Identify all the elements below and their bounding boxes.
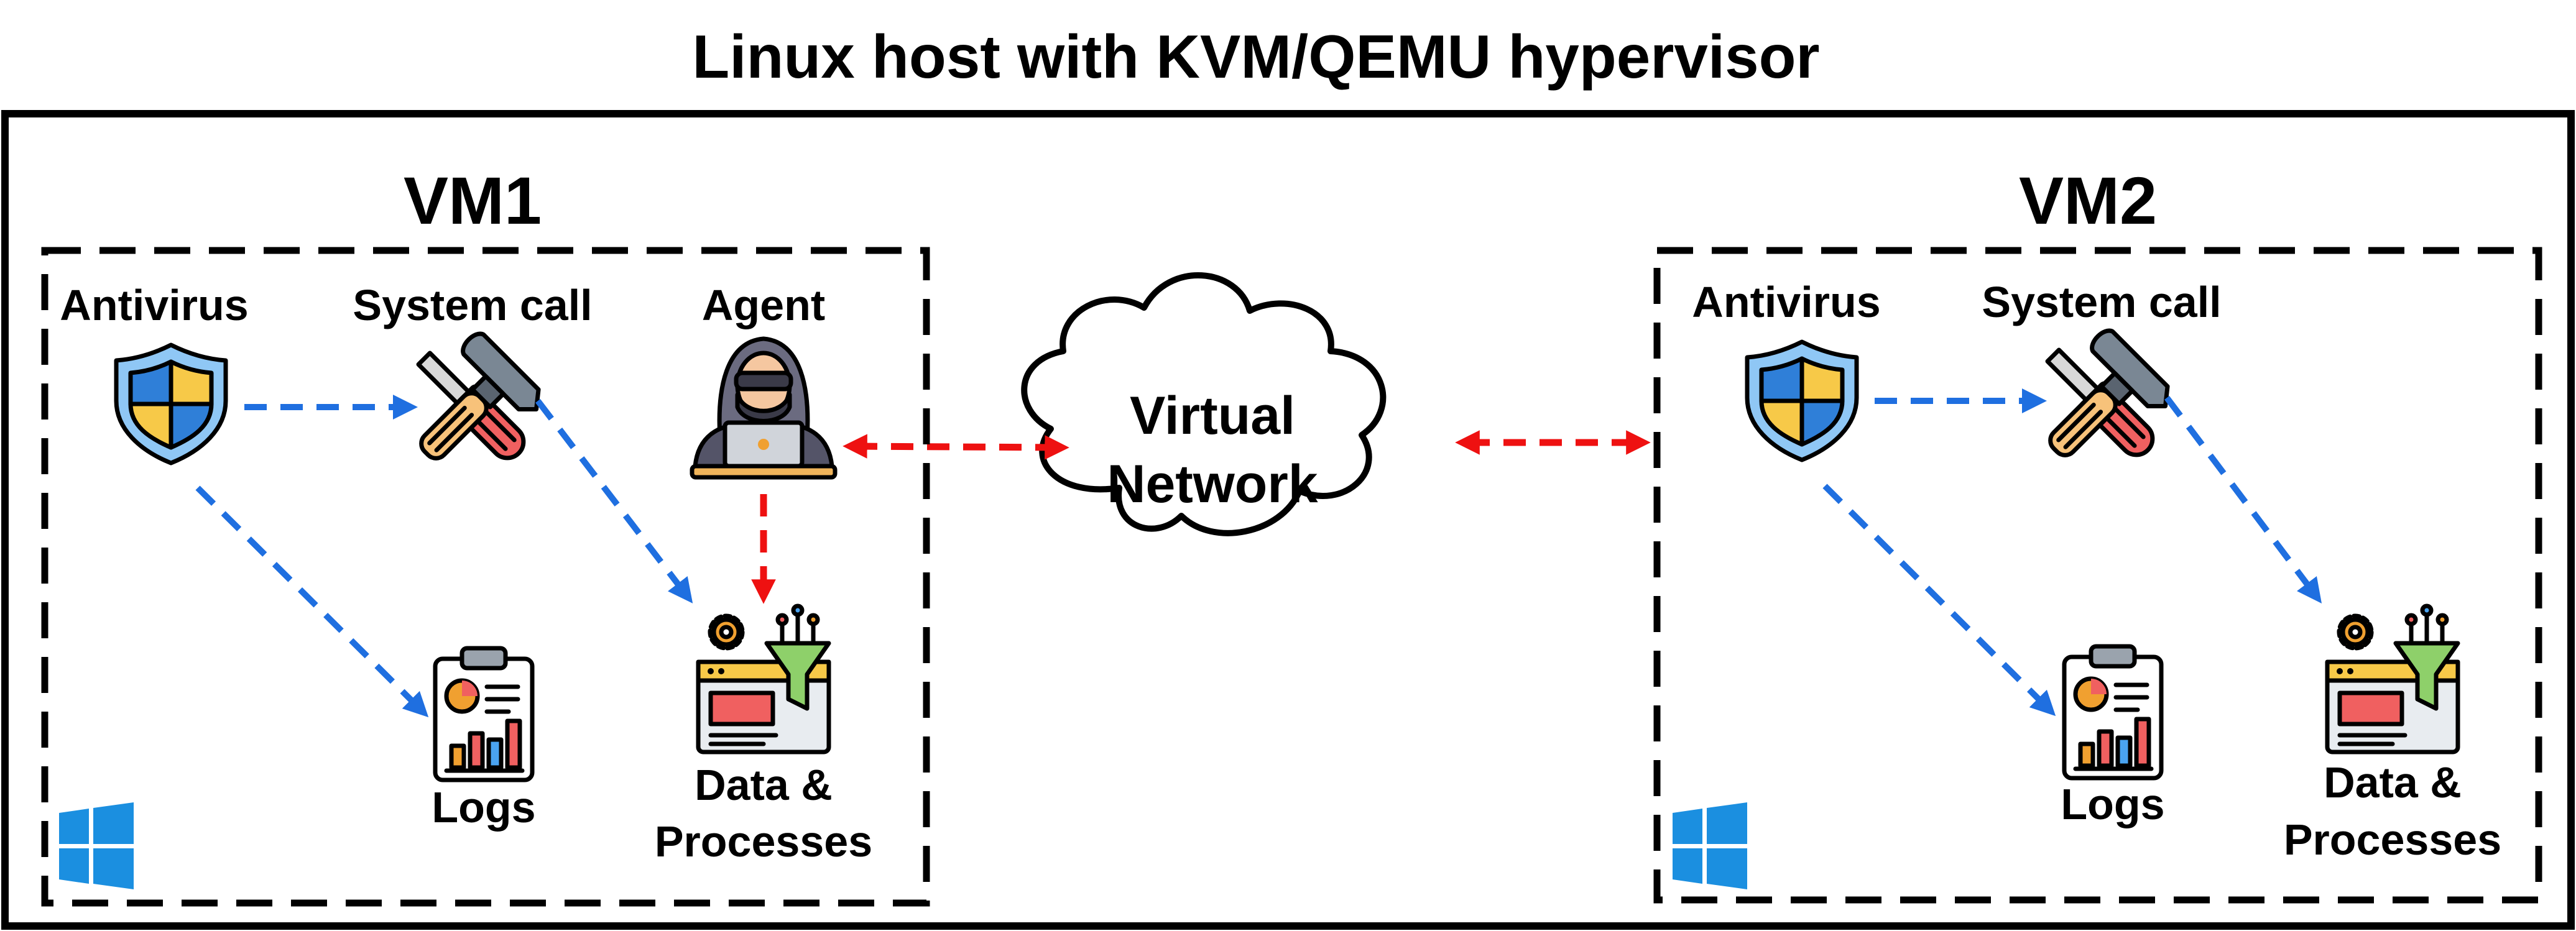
vm2-data-label-line2: Processes	[2284, 815, 2501, 864]
vm2-antivirus-shield-icon	[1747, 342, 1857, 460]
vm1-antivirus-logs-arrow	[195, 485, 429, 718]
vm1-box	[41, 247, 930, 907]
vm1-logs-label: Logs	[432, 783, 535, 832]
vm1-data-label-line1: Data &	[695, 761, 833, 809]
vm1-antivirus-shield-icon	[116, 345, 226, 463]
agent-network-arrow	[843, 434, 1069, 460]
cloud-icon	[1021, 272, 1387, 536]
vm2-windows-logo-icon	[1673, 802, 1747, 889]
vm1-system-call-label: System call	[353, 281, 592, 329]
vm2-data-funnel-icon	[2327, 606, 2458, 752]
diagram-title: Linux host with KVM/QEMU hypervisor	[692, 22, 1819, 91]
vm2-syscall-data-arrow	[2164, 395, 2322, 603]
vm2: VM2 Antivirus System call Logs Data & Pr…	[1653, 163, 2542, 904]
vm2-system-call-tools-icon	[2020, 326, 2176, 483]
vm1-title: VM1	[404, 163, 542, 238]
virtual-network-cloud: Virtual Network	[1021, 272, 1387, 536]
cloud-label-line1: Virtual	[1130, 386, 1295, 446]
vm2-antivirus-logs-arrow	[1822, 484, 2056, 717]
vm1-logs-clipboard-chart-icon	[435, 648, 532, 780]
vm2-antivirus-label: Antivirus	[1692, 278, 1880, 326]
vm2-logs-label: Logs	[2061, 780, 2164, 828]
host-box	[1, 110, 2575, 930]
vm2-box	[1653, 247, 2542, 904]
vm2-title: VM2	[2019, 163, 2157, 238]
vm1: VM1 Antivirus System call Agent Logs Dat…	[41, 163, 930, 907]
vm1-data-funnel-icon	[698, 606, 829, 752]
vm2-system-call-label: System call	[1982, 278, 2221, 326]
vm1-agent-hacker-icon	[692, 339, 835, 477]
vm2-logs-clipboard-chart-icon	[2064, 646, 2161, 778]
vm1-data-label-line2: Processes	[655, 817, 872, 866]
vm1-syscall-data-arrow	[535, 398, 693, 603]
vm1-windows-logo-icon	[59, 802, 134, 889]
vm1-system-call-tools-icon	[390, 329, 547, 486]
vm1-agent-label: Agent	[702, 281, 825, 329]
cloud-label-line2: Network	[1107, 454, 1318, 514]
vm1-antivirus-label: Antivirus	[60, 281, 248, 329]
vm2-data-label-line1: Data &	[2324, 758, 2462, 807]
